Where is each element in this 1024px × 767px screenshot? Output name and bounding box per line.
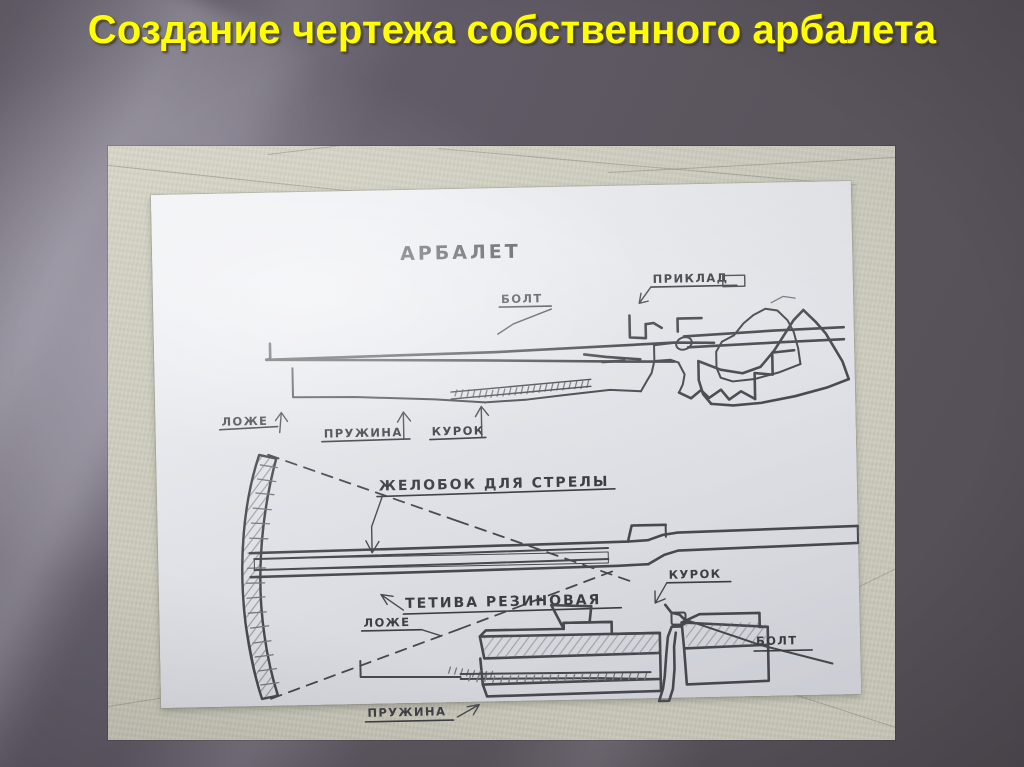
paper-sheet: АРБАЛЕТ <box>150 181 862 723</box>
leader-arrow-pruzhina <box>396 411 412 439</box>
label-underline <box>402 606 623 615</box>
drawing-photo: АРБАЛЕТ <box>108 146 895 740</box>
top-view-group <box>241 453 860 701</box>
bowstring-dashed-upper <box>267 453 459 522</box>
label-lozhe-bot: ЛОЖЕ <box>363 615 410 630</box>
label-bolt-top: БОЛТ <box>501 291 543 306</box>
label-underline <box>218 425 279 431</box>
side-view-group <box>264 295 851 407</box>
leader-arrow-lozhe <box>274 411 289 434</box>
bowstring-dashed-lower <box>270 628 461 700</box>
side-view-labels: ЛОЖЕ ПРУЖИНА КУРОК БОЛТ ПРИКЛАД <box>218 271 746 443</box>
label-pruzhina-bot: ПРУЖИНА <box>367 704 446 720</box>
crossbow-blueprint-drawing: АРБАЛЕТ <box>218 241 860 723</box>
label-pruzhina-top: ПРУЖИНА <box>324 425 403 441</box>
slide-title: Создание чертежа собственного арбалета <box>87 8 937 52</box>
label-underline <box>666 580 732 584</box>
label-underline <box>498 305 553 308</box>
trigger-detail-group <box>359 603 834 703</box>
bowstring-dashed-lower-2 <box>458 568 618 630</box>
label-underline <box>321 438 411 443</box>
label-underline <box>360 628 423 632</box>
label-zhelobok: ЖЕЛОБОК ДЛЯ СТРЕЛЫ <box>379 474 610 495</box>
leader-arrow-tetiva <box>380 593 405 611</box>
label-lozhe-top: ЛОЖЕ <box>221 414 268 429</box>
label-kurok-top: КУРОК <box>432 423 485 438</box>
label-underline <box>364 719 455 723</box>
trigger-pivot <box>670 611 687 626</box>
trigger-detail-labels: ЛОЖЕ КУРОК БОЛТ ПРУЖИНА <box>360 567 813 723</box>
leader-line-lozhe-bot <box>421 629 441 637</box>
leader-line-bolt <box>497 308 552 335</box>
label-box <box>721 274 746 288</box>
label-underline <box>376 488 616 498</box>
leader-arrow-zhelobok <box>365 493 384 554</box>
leader-arrow-pruzhina-bot <box>456 703 480 718</box>
leader-arrow-kurok-bot <box>654 582 668 604</box>
label-kurok-bot: КУРОК <box>669 567 722 582</box>
hatching <box>483 633 661 658</box>
leader-arrow-priklad <box>638 286 652 304</box>
label-bolt-bot: БОЛТ <box>756 633 798 648</box>
label-priklad-top: ПРИКЛАД <box>653 271 729 287</box>
leader-arrow-kurok <box>474 405 490 438</box>
drawing-heading: АРБАЛЕТ <box>400 241 521 265</box>
label-underline <box>429 436 487 441</box>
label-underline <box>753 649 813 652</box>
